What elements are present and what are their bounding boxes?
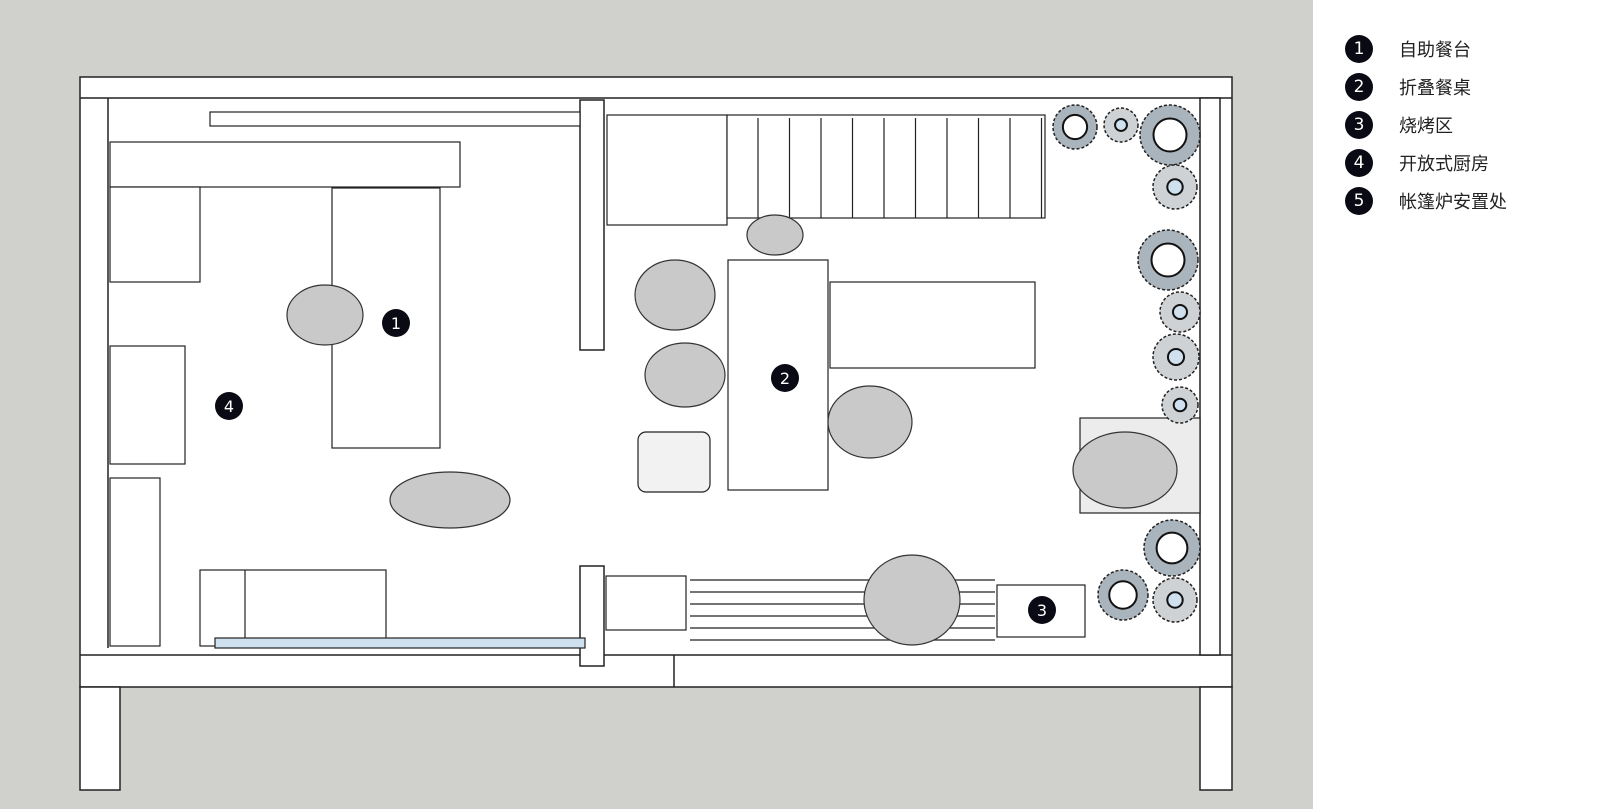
marker-2-label: 2 [780, 369, 790, 388]
chair [637, 431, 711, 493]
plan-markers: 1 2 3 4 [215, 309, 1056, 624]
marker-1-label: 1 [391, 314, 401, 333]
marker-3 [1028, 596, 1056, 624]
planter-center [1172, 304, 1188, 320]
legend-item: 5 帐篷炉安置处 [1345, 182, 1507, 220]
legend-item: 2 折叠餐桌 [1345, 68, 1507, 106]
planter-center [1108, 580, 1138, 610]
planter-center [1166, 591, 1184, 609]
legend-label: 自助餐台 [1399, 40, 1471, 61]
legend-item: 1 自助餐台 [1345, 30, 1507, 68]
legend-number: 4 [1345, 149, 1373, 177]
planter-center [1150, 242, 1186, 278]
legend: 1 自助餐台 2 折叠餐桌 3 烧烤区 4 开放式厨房 5 帐篷炉安置处 [1345, 30, 1507, 220]
people [286, 214, 1178, 646]
side-table [829, 281, 1036, 369]
legend-number: 3 [1345, 111, 1373, 139]
marker-4 [215, 392, 243, 420]
legend-label: 开放式厨房 [1399, 154, 1489, 175]
legend-item: 4 开放式厨房 [1345, 144, 1507, 182]
staircase [606, 114, 1046, 226]
marker-3-label: 3 [1037, 601, 1047, 620]
legend-number: 5 [1345, 187, 1373, 215]
legend-label: 帐篷炉安置处 [1399, 192, 1507, 213]
marker-4-label: 4 [224, 397, 234, 416]
legend-item: 3 烧烤区 [1345, 106, 1507, 144]
legend-number: 1 [1345, 35, 1373, 63]
planter-center [1172, 397, 1188, 413]
legend-label: 折叠餐桌 [1399, 78, 1471, 99]
legend-label: 烧烤区 [1399, 116, 1453, 137]
planter-center [1155, 531, 1189, 565]
planter-center [1061, 113, 1089, 141]
planter-center [1166, 347, 1186, 367]
legend-number: 2 [1345, 73, 1373, 101]
planter-center [1114, 118, 1128, 132]
planter-center [1166, 178, 1184, 196]
planters [1052, 104, 1201, 623]
marker-1 [382, 309, 410, 337]
planter-center [1152, 117, 1188, 153]
marker-2 [771, 364, 799, 392]
